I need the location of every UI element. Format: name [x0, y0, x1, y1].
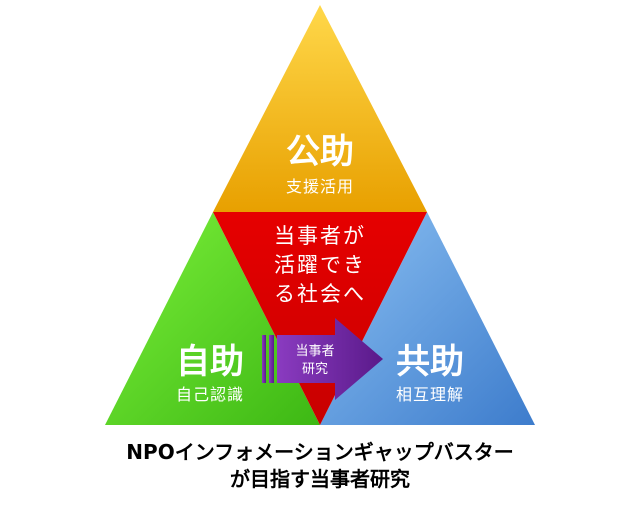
- center-line-2: 活躍でき: [274, 253, 366, 277]
- caption-line-1: NPOインフォメーションギャップバスター: [126, 440, 513, 464]
- top-section: [213, 5, 427, 212]
- arrow-stripe-1: [262, 335, 266, 383]
- left-section: [105, 212, 320, 425]
- right-subtitle: 相互理解: [396, 385, 464, 404]
- arrow-line-1: 当事者: [295, 344, 334, 359]
- top-title: 公助: [286, 132, 354, 172]
- right-title: 共助: [396, 342, 464, 382]
- left-subtitle: 自己認識: [176, 385, 244, 404]
- arrow-stripe-2: [269, 335, 274, 383]
- caption-line-2: が目指す当事者研究: [230, 467, 410, 491]
- top-subtitle: 支援活用: [286, 177, 354, 196]
- left-title: 自助: [176, 342, 244, 382]
- arrow: 当事者 研究: [262, 318, 383, 400]
- center-line-1: 当事者が: [274, 224, 366, 248]
- center-section: [213, 212, 427, 425]
- center-line-3: る社会へ: [274, 282, 366, 306]
- arrow-line-2: 研究: [302, 362, 328, 377]
- right-section: [320, 212, 535, 425]
- arrow-body: [277, 318, 383, 400]
